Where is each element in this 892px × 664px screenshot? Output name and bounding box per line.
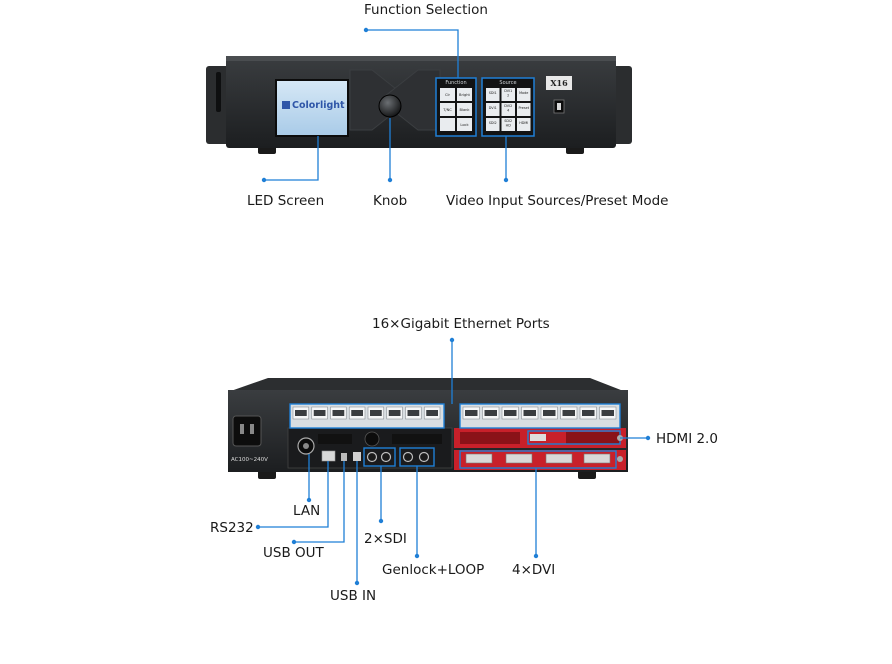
label-sdi: 2×SDI [364,531,407,547]
label-rs232: RS232 [210,520,254,536]
front-callout-dots [261,27,509,183]
source-button [501,88,515,101]
source-button-label: DVI2 [504,104,512,108]
function-button-label: Bright [459,93,471,97]
label-genlock: Genlock+LOOP [382,562,485,578]
rs232-port [321,450,336,462]
source-button-label: HD [506,124,512,128]
source-button [517,118,531,131]
dvi-card [454,450,626,470]
label-lan: LAN [293,503,321,519]
function-button [457,103,472,116]
function-button-label: Lock [460,123,469,127]
source-button [517,88,531,101]
usb-in-port [353,452,361,461]
rear-callouts [258,340,648,583]
knob [378,94,402,118]
source-button-label: Mode [519,91,528,95]
label-function-selection: Function Selection [364,2,488,18]
source-button [486,103,500,116]
usb-out-port [341,453,347,461]
label-hdmi: HDMI 2.0 [656,431,718,447]
source-button-label: SDI1 [489,91,497,95]
source-button-label: HDMI [519,121,528,125]
source-button [501,118,515,131]
brand-text: Colorlight [292,100,345,111]
label-video-input: Video Input Sources/Preset Mode [446,193,669,209]
function-button [440,118,455,131]
source-button-label: SDI2 [489,121,497,125]
function-button-label: T/NC [442,108,452,112]
source-button-label: 4 [507,109,509,113]
front-panel-device [206,56,632,154]
function-title: Function [445,80,466,86]
source-button [486,118,500,131]
source-button [501,103,515,116]
source-button-label: DVI1 [504,89,512,93]
power-inlet [232,415,262,447]
label-usb-out: USB OUT [263,545,324,561]
function-button-label: Blank [459,108,470,112]
source-button-label: 2 [507,94,509,98]
source-button-label: Preset [518,106,529,110]
source-button-label: DVI1 [489,106,497,110]
label-knob: Knob [373,193,408,209]
source-button [517,103,531,116]
front-callouts [264,29,507,181]
ethernet-port-row [289,403,621,429]
label-led-screen: LED Screen [247,193,325,209]
label-usb-in: USB IN [330,588,377,604]
bnc-connectors [366,451,430,463]
function-button [440,88,455,101]
function-button [457,118,472,131]
rear-callout-dots [255,337,651,586]
label-dvi: 4×DVI [512,562,556,578]
source-button-label: SDI2 [504,119,512,123]
label-gigabit-ports: 16×Gigabit Ethernet Ports [372,316,550,332]
model-text: X16 [550,78,568,88]
function-button [457,88,472,101]
function-button [440,103,455,116]
source-title: Source [499,80,516,86]
voltage-text: AC100~240V [231,457,268,463]
function-button-label: Clr [445,93,451,97]
source-button [486,88,500,101]
